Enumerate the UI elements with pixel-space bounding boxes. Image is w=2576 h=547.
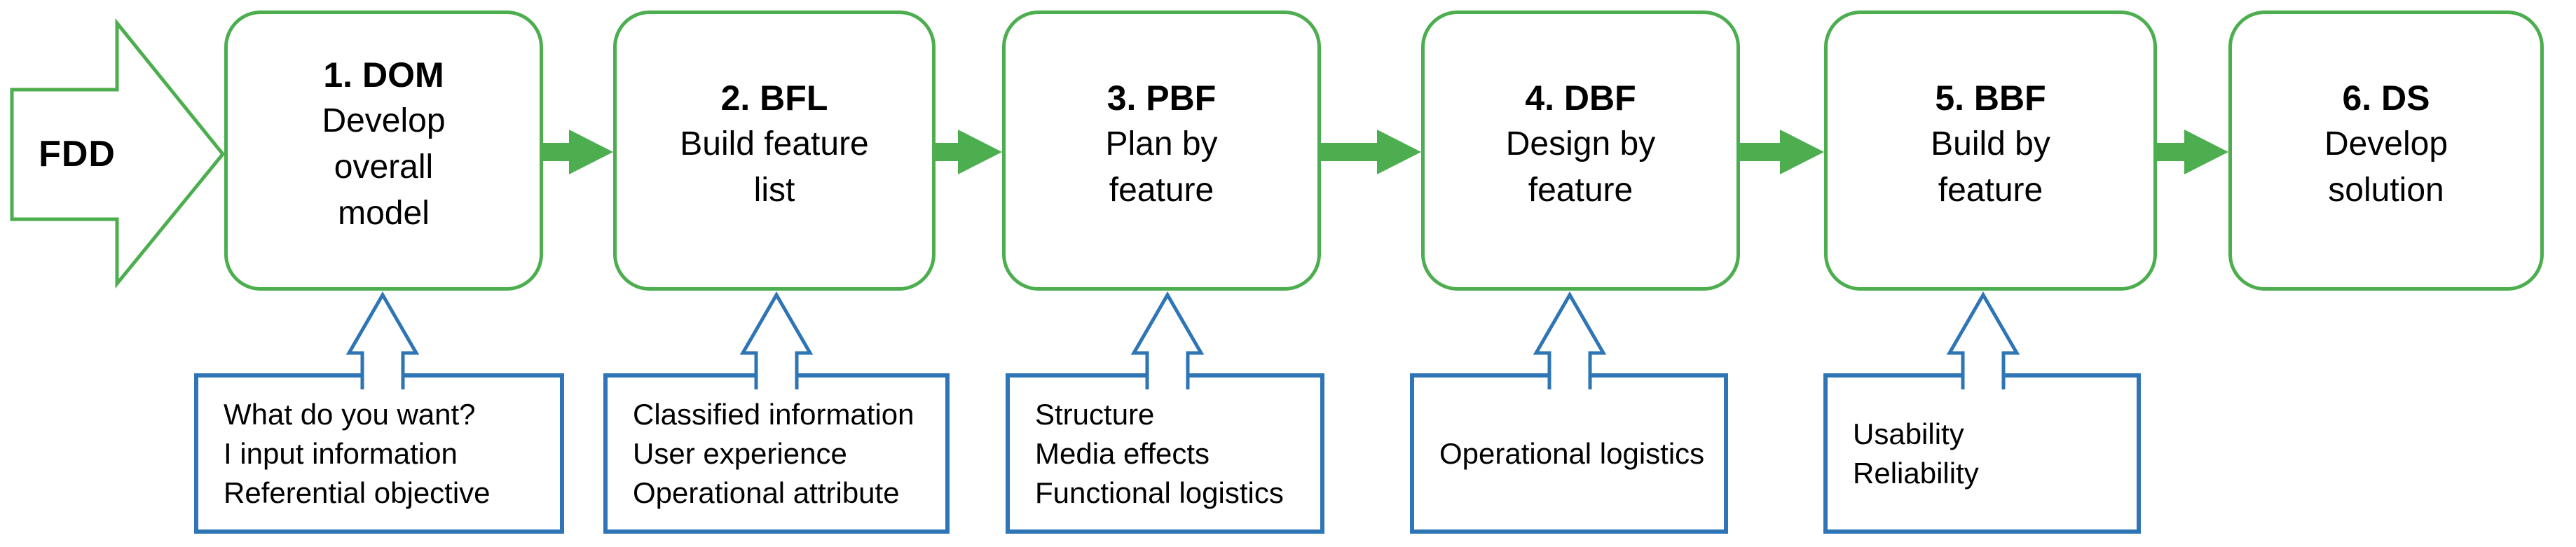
note-text: Usability Reliability <box>1853 417 1979 490</box>
note-text: Structure Media effects Functional logis… <box>1035 397 1284 509</box>
note-up-arrow-icon <box>1533 291 1607 389</box>
fdd-start-arrow-icon <box>10 18 226 289</box>
stage-title: 3. PBF <box>1107 78 1217 118</box>
stage-description: Develop solution <box>2324 125 2448 209</box>
stage-description: Develop overall model <box>322 102 446 232</box>
stage-title: 4. DBF <box>1525 78 1636 118</box>
stage-description: Build by feature <box>1931 125 2050 209</box>
stage-box-pbf: 3. PBF Plan by feature <box>1002 11 1321 291</box>
stage-box-dom: 1. DOM Develop overall model <box>224 11 543 291</box>
note-text: What do you want? I input information Re… <box>224 397 491 509</box>
fdd-label: FDD <box>39 134 116 174</box>
stage-description: Build feature list <box>680 125 869 209</box>
stage-title: 2. BFL <box>720 78 828 118</box>
stage-box-dbf: 4. DBF Design by feature <box>1421 11 1740 291</box>
note-up-arrow-icon <box>345 291 420 389</box>
note-text: Classified information User experience O… <box>633 397 914 509</box>
stage-box-bfl: 2. BFL Build feature list <box>613 11 936 291</box>
note-up-arrow-icon <box>739 291 814 389</box>
note-up-arrow-icon <box>1946 291 2020 389</box>
note-box-bfl: Classified information User experience O… <box>603 373 950 534</box>
note-text: Operational logistics <box>1439 436 1705 470</box>
flow-arrow-icon <box>2157 130 2228 174</box>
note-box-dom: What do you want? I input information Re… <box>194 373 564 534</box>
stage-box-ds: 6. DS Develop solution <box>2228 11 2544 291</box>
flow-arrow-icon <box>936 130 1002 174</box>
note-box-bbf: Usability Reliability <box>1823 373 2141 534</box>
flow-arrow-icon <box>543 130 613 174</box>
stage-title: 6. DS <box>2342 78 2430 118</box>
stage-description: Plan by feature <box>1105 125 1218 209</box>
note-box-dbf: Operational logistics <box>1410 373 1728 534</box>
stage-description: Design by feature <box>1505 125 1656 209</box>
stage-title: 1. DOM <box>323 55 444 95</box>
note-box-pbf: Structure Media effects Functional logis… <box>1006 373 1324 534</box>
flow-arrow-icon <box>1321 130 1421 174</box>
stage-title: 5. BBF <box>1935 78 2046 118</box>
flow-arrow-icon <box>1740 130 1824 174</box>
stage-box-bbf: 5. BBF Build by feature <box>1824 11 2157 291</box>
note-up-arrow-icon <box>1130 291 1205 389</box>
